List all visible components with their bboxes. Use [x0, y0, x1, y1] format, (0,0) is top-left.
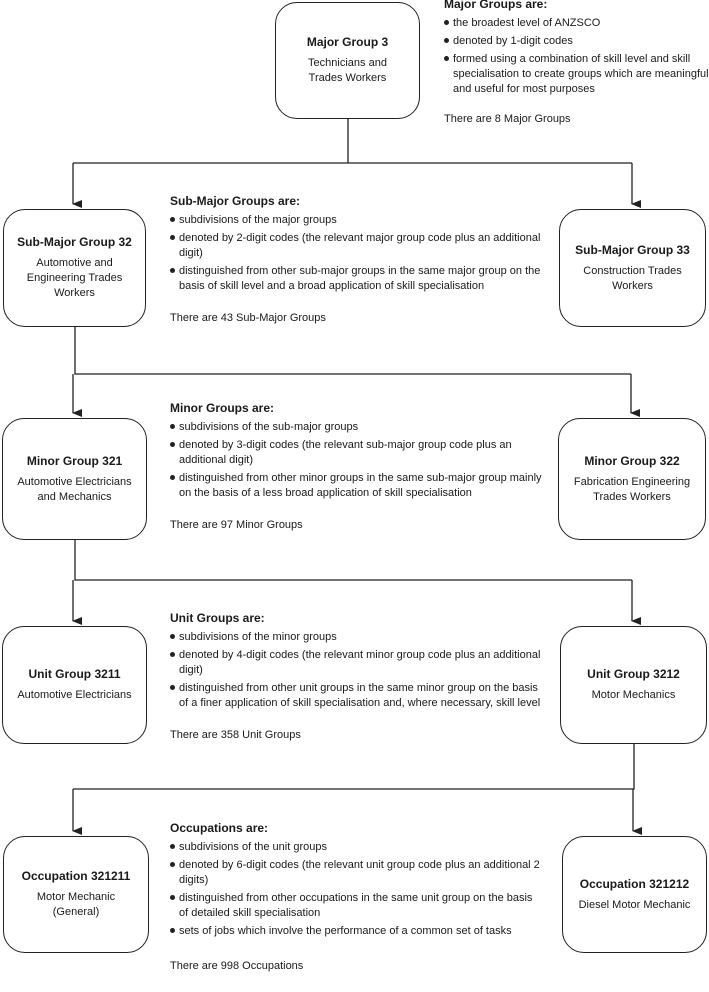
box-title: Major Group 3: [306, 35, 389, 49]
sub-major-group-32-box: Sub-Major Group 32 Automotive and Engine…: [3, 209, 146, 327]
box-title: Occupation 321212: [579, 876, 690, 891]
note-bullet: distinguished from other occupations in …: [170, 891, 542, 921]
box-title: Minor Group 322: [584, 453, 680, 468]
unit-group-3211-box: Unit Group 3211 Automotive Electricians: [2, 626, 147, 744]
box-title: Minor Group 321: [26, 453, 123, 468]
note-count: There are 8 Major Groups: [444, 113, 571, 125]
note-bullets: the broadest level of ANZSCO denoted by …: [444, 16, 709, 97]
note-bullet: subdivisions of the unit groups: [170, 840, 542, 855]
note-bullets: subdivisions of the minor groups denoted…: [170, 630, 548, 711]
sub-major-groups-note: Sub-Major Groups are: subdivisions of th…: [170, 194, 548, 326]
note-bullet: denoted by 6-digit codes (the relevant u…: [170, 858, 542, 888]
note-count: There are 43 Sub-Major Groups: [170, 312, 326, 324]
occupation-321211-box: Occupation 321211 Motor Mechanic (Genera…: [3, 836, 149, 953]
note-heading: Occupations are:: [170, 821, 269, 835]
box-subtitle: Motor Mechanics: [591, 689, 676, 701]
box-title: Unit Group 3212: [587, 667, 680, 681]
note-bullet: subdivisions of the major groups: [170, 213, 548, 228]
note-count: There are 998 Occupations: [170, 960, 304, 972]
note-bullet: formed using a combination of skill leve…: [444, 52, 709, 97]
note-bullets: subdivisions of the sub-major groups den…: [170, 420, 542, 501]
box-subtitle: Fabrication Engineering Trades Workers: [573, 475, 691, 503]
note-bullet: subdivisions of the minor groups: [170, 630, 548, 645]
note-bullet: denoted by 1-digit codes: [444, 34, 709, 49]
note-bullet: distinguished from other unit groups in …: [170, 681, 548, 711]
box-title: Unit Group 3211: [28, 667, 121, 681]
box-title: Sub-Major Group 33: [575, 242, 690, 257]
occupation-321212-box: Occupation 321212 Diesel Motor Mechanic: [562, 836, 707, 953]
minor-group-321-box: Minor Group 321 Automotive Electricians …: [2, 418, 147, 540]
box-title: Sub-Major Group 32: [17, 235, 132, 249]
box-subtitle: Technicians and Trades Workers: [308, 57, 387, 84]
note-count: There are 97 Minor Groups: [170, 519, 303, 531]
occupations-note: Occupations are: subdivisions of the uni…: [170, 821, 542, 974]
box-subtitle: Diesel Motor Mechanic: [578, 898, 691, 911]
note-bullets: subdivisions of the unit groups denoted …: [170, 840, 542, 939]
box-subtitle: Automotive Electricians and Mechanics: [17, 475, 132, 503]
note-bullet: denoted by 2-digit codes (the relevant m…: [170, 231, 548, 261]
note-heading: Sub-Major Groups are:: [170, 194, 301, 208]
note-bullet: sets of jobs which involve the performan…: [170, 924, 542, 939]
unit-groups-note: Unit Groups are: subdivisions of the min…: [170, 611, 548, 743]
note-bullet: distinguished from other sub-major group…: [170, 264, 548, 294]
box-title: Occupation 321211: [21, 869, 131, 883]
note-heading: Major Groups are:: [444, 0, 548, 11]
note-count: There are 358 Unit Groups: [170, 729, 301, 741]
major-group-3-box: Major Group 3 Technicians and Trades Wor…: [275, 2, 420, 119]
note-bullet: distinguished from other minor groups in…: [170, 471, 542, 501]
note-heading: Unit Groups are:: [170, 611, 265, 625]
note-bullet: the broadest level of ANZSCO: [444, 16, 709, 31]
box-subtitle: Automotive Electricians: [17, 689, 132, 701]
sub-major-group-33-box: Sub-Major Group 33 Construction Trades W…: [559, 209, 706, 327]
minor-groups-note: Minor Groups are: subdivisions of the su…: [170, 401, 542, 533]
note-bullets: subdivisions of the major groups denoted…: [170, 213, 548, 294]
note-heading: Minor Groups are:: [170, 401, 275, 415]
box-subtitle: Automotive and Engineering Trades Worker…: [26, 257, 123, 299]
major-groups-note: Major Groups are: the broadest level of …: [444, 0, 709, 127]
note-bullet: denoted by 3-digit codes (the relevant s…: [170, 438, 542, 468]
minor-group-322-box: Minor Group 322 Fabrication Engineering …: [558, 418, 706, 540]
unit-group-3212-box: Unit Group 3212 Motor Mechanics: [560, 626, 707, 744]
box-subtitle: Construction Trades Workers: [583, 264, 682, 292]
box-subtitle: Motor Mechanic (General): [36, 891, 116, 918]
note-bullet: subdivisions of the sub-major groups: [170, 420, 542, 435]
note-bullet: denoted by 4-digit codes (the relevant m…: [170, 648, 548, 678]
